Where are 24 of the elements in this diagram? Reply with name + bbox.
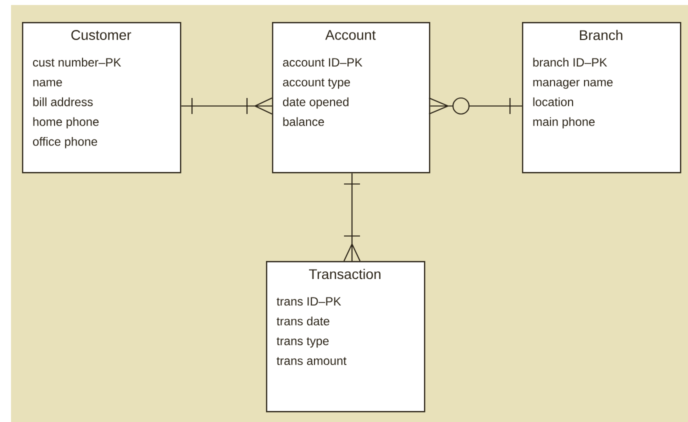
attribute-text: bill address — [33, 97, 93, 106]
attribute-text: main phone — [533, 117, 595, 128]
attribute-text: name — [33, 80, 62, 86]
attribute-text: home phone — [33, 117, 99, 128]
attribute-text: trans ID–PK — [276, 297, 342, 306]
attribute-text: location — [533, 97, 574, 106]
entity-name: Account — [325, 30, 376, 40]
relationship-line — [343, 172, 361, 262]
relationship-line — [428, 97, 523, 115]
attribute-text: account type — [283, 78, 350, 89]
attribute-text: balance — [283, 117, 324, 126]
attribute-text: trans date — [276, 316, 330, 326]
attribute-text: cust number–PK — [33, 58, 122, 67]
attribute-text: date opened — [283, 97, 348, 109]
entity-name: Customer — [71, 30, 132, 40]
entity-name: Branch — [580, 30, 622, 40]
entity-name: Transaction — [309, 268, 380, 280]
attribute-text: trans type — [276, 337, 329, 348]
attribute-text: manager name — [533, 80, 613, 89]
attribute-text: trans amount — [276, 357, 346, 365]
relationship-line — [180, 97, 273, 115]
attribute-text: branch ID–PK — [533, 58, 608, 67]
attribute-text: account ID–PK — [283, 58, 362, 67]
attribute-text: office phone — [33, 137, 98, 148]
